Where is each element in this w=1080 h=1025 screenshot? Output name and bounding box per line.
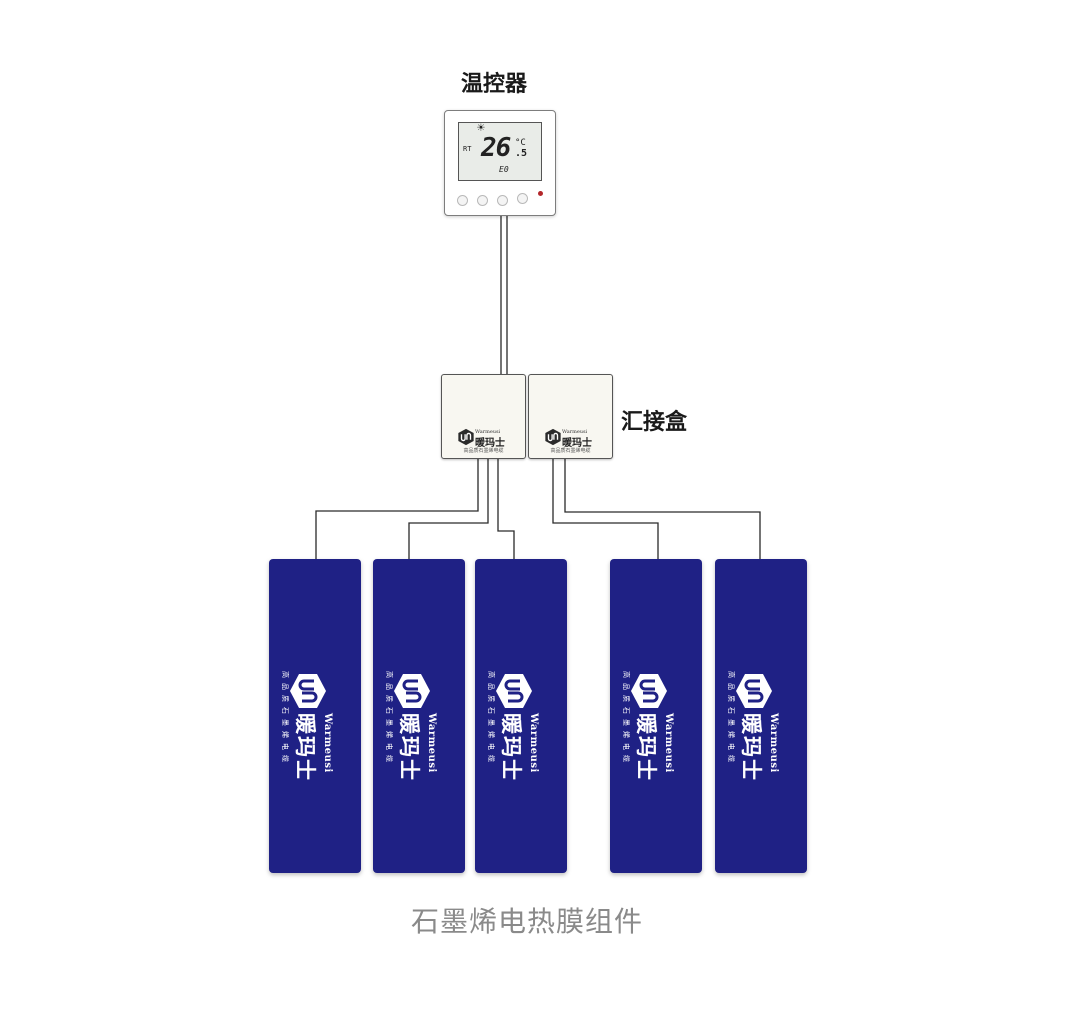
display-decimal: .5 bbox=[515, 148, 528, 159]
brand-name-en: Warmeusi bbox=[426, 713, 437, 773]
wire-jbox1-panel2 bbox=[408, 458, 489, 559]
brand-tagline: 高品质石墨烯电缆 bbox=[385, 671, 393, 767]
thermostat: ☀ RT 26 °C .5 E0 bbox=[444, 110, 556, 216]
brand-name-cn: 暖玛士 bbox=[293, 713, 317, 782]
panel-logo: Warmeusi 暖玛士 高品质石墨烯电缆 bbox=[484, 671, 544, 811]
brand-name-en: Warmeusi bbox=[562, 429, 588, 435]
heating-film-panel: Warmeusi 暖玛士 高品质石墨烯电缆 bbox=[269, 559, 361, 873]
wire-jbox1-panel3 bbox=[497, 458, 515, 559]
brand-tagline: 高品质石墨烯电缆 bbox=[487, 671, 495, 767]
junction-box: Warmeusi 暖玛士 高品质石墨烯电缆 bbox=[441, 374, 526, 459]
thermostat-button-4 bbox=[517, 193, 528, 204]
brand-tagline: 高品质石墨烯电缆 bbox=[550, 448, 591, 454]
thermostat-led bbox=[538, 191, 543, 196]
heating-film-panel: Warmeusi 暖玛士 高品质石墨烯电缆 bbox=[715, 559, 807, 873]
thermostat-button-2 bbox=[477, 195, 488, 206]
heating-film-panel: Warmeusi 暖玛士 高品质石墨烯电缆 bbox=[475, 559, 567, 873]
display-temperature: 26 bbox=[481, 133, 511, 163]
wire-jbox2-panel5 bbox=[564, 458, 761, 559]
wire-jbox2-panel4 bbox=[552, 458, 659, 559]
brand-name-cn: 暖玛士 bbox=[499, 713, 523, 782]
panel-logo: Warmeusi 暖玛士 高品质石墨烯电缆 bbox=[278, 671, 338, 811]
panel-logo: Warmeusi 暖玛士 高品质石墨烯电缆 bbox=[382, 671, 442, 811]
brand-name-cn: 暖玛士 bbox=[562, 438, 592, 449]
brand-name-cn: 暖玛士 bbox=[634, 713, 658, 782]
brand-tagline: 高品质石墨烯电缆 bbox=[622, 671, 630, 767]
brand-logo-icon bbox=[545, 428, 561, 446]
brand-tagline: 高品质石墨烯电缆 bbox=[281, 671, 289, 767]
brand-name-en: Warmeusi bbox=[322, 713, 333, 773]
thermostat-label: 温控器 bbox=[461, 72, 528, 97]
panel-logo: Warmeusi 暖玛士 高品质石墨烯电缆 bbox=[619, 671, 679, 811]
brand-name-cn: 暖玛士 bbox=[397, 713, 421, 782]
sun-icon: ☀ bbox=[477, 121, 485, 136]
brand-logo-icon bbox=[496, 674, 532, 708]
wire-jbox1-panel1 bbox=[315, 458, 479, 559]
brand-logo-icon bbox=[290, 674, 326, 708]
heating-film-panel: Warmeusi 暖玛士 高品质石墨烯电缆 bbox=[373, 559, 465, 873]
thermostat-display: ☀ RT 26 °C .5 E0 bbox=[458, 121, 542, 181]
brand-name-en: Warmeusi bbox=[528, 713, 539, 773]
thermostat-button-3 bbox=[497, 195, 508, 206]
thermostat-button-1 bbox=[457, 195, 468, 206]
junction-box-label: 汇接盒 bbox=[621, 410, 688, 435]
panel-logo: Warmeusi 暖玛士 高品质石墨烯电缆 bbox=[724, 671, 784, 811]
display-rt: RT bbox=[463, 145, 472, 153]
display-unit: °C bbox=[515, 138, 526, 148]
display-mode: E0 bbox=[499, 165, 509, 174]
heating-film-panel: Warmeusi 暖玛士 高品质石墨烯电缆 bbox=[610, 559, 702, 873]
brand-logo-icon bbox=[736, 674, 772, 708]
brand-name-en: Warmeusi bbox=[475, 429, 501, 435]
brand-tagline: 高品质石墨烯电缆 bbox=[727, 671, 735, 767]
junction-box: Warmeusi 暖玛士 高品质石墨烯电缆 bbox=[528, 374, 613, 459]
brand-name-en: Warmeusi bbox=[663, 713, 674, 773]
brand-logo-icon bbox=[631, 674, 667, 708]
brand-name-cn: 暖玛士 bbox=[739, 713, 763, 782]
brand-name-cn: 暖玛士 bbox=[475, 438, 505, 449]
brand-tagline: 高品质石墨烯电缆 bbox=[463, 448, 504, 454]
brand-name-en: Warmeusi bbox=[768, 713, 779, 773]
diagram-caption: 石墨烯电热膜组件 bbox=[410, 905, 643, 938]
brand-logo-icon bbox=[394, 674, 430, 708]
brand-logo-icon bbox=[458, 428, 474, 446]
